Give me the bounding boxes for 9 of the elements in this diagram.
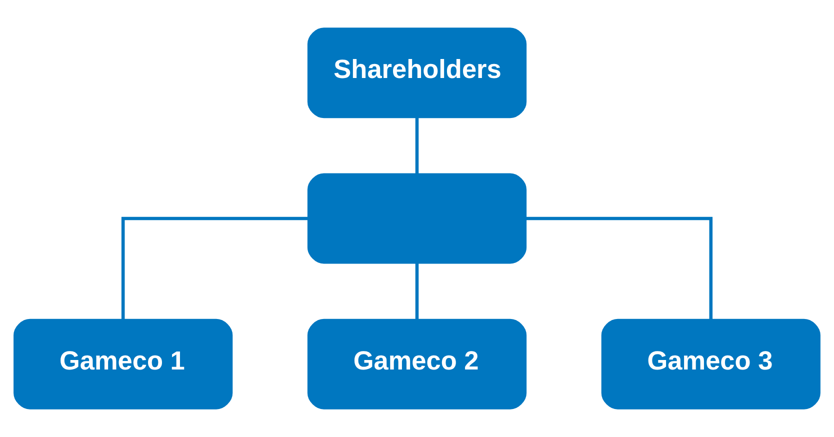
node-box: Gameco 1 (14, 318, 233, 410)
node-box (307, 173, 527, 264)
node-box: Shareholders (307, 28, 527, 118)
node-box: Gameco 2 (307, 318, 527, 410)
connector (121, 216, 308, 320)
node-box: Gameco 3 (601, 318, 820, 410)
connector (526, 216, 713, 320)
connector (415, 118, 419, 174)
connector (415, 263, 419, 320)
